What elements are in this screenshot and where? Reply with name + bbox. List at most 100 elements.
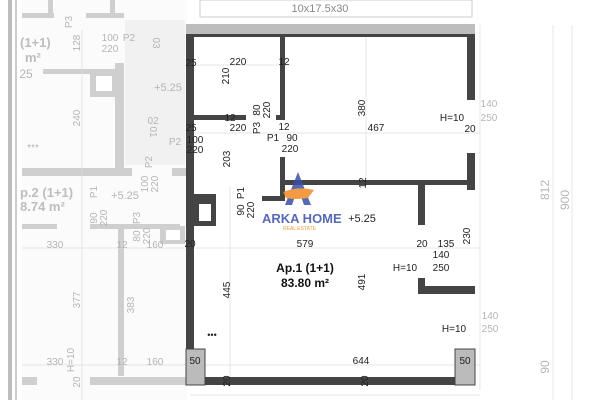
svg-text:+5.25: +5.25 [111,190,139,202]
svg-text:20: 20 [222,375,233,387]
dimension-labels: 25 220 210 12 380 467 H=10 20 25 220 P3 … [184,57,572,387]
svg-text:12: 12 [224,113,236,124]
svg-text:140: 140 [433,250,450,261]
svg-text:02: 02 [147,116,159,127]
apartment-walls: ••• [185,34,476,386]
svg-text:(1+1): (1+1) [20,35,51,50]
svg-text:12: 12 [278,57,290,68]
svg-text:100: 100 [187,135,204,146]
svg-text:P2: P2 [123,33,136,44]
svg-text:220: 220 [187,145,204,156]
svg-text:P2: P2 [144,155,155,168]
svg-text:160: 160 [147,357,164,368]
svg-text:250: 250 [481,113,498,124]
column [185,348,206,386]
svg-text:240: 240 [72,109,83,126]
column [454,348,476,386]
svg-text:250: 250 [433,263,450,274]
svg-text:***: *** [27,143,39,154]
svg-text:20: 20 [416,239,428,250]
balcony-header: 10x17.5x30 [186,0,475,34]
svg-text:90: 90 [286,133,298,144]
svg-text:12: 12 [278,122,290,133]
svg-text:220: 220 [282,144,299,155]
svg-text:25: 25 [185,58,197,69]
svg-text:Ap.1 (1+1): Ap.1 (1+1) [276,261,334,275]
svg-text:p.2 (1+1): p.2 (1+1) [20,185,73,200]
svg-text:220: 220 [230,123,247,134]
svg-text:03: 03 [150,37,161,49]
svg-text:90: 90 [89,212,100,224]
svg-text:+5.25: +5.25 [348,213,376,225]
svg-text:25: 25 [19,67,33,81]
arka-home-logo: ARKA HOME REAL ESTATE [262,172,342,232]
svg-text:220: 220 [142,227,153,244]
svg-text:135: 135 [438,239,455,250]
dimension-lines [186,25,573,400]
svg-text:12: 12 [116,240,128,251]
svg-text:50: 50 [189,356,201,367]
svg-text:140: 140 [481,99,498,110]
svg-text:579: 579 [297,239,314,250]
svg-text:12: 12 [116,357,128,368]
svg-text:83.80 m²: 83.80 m² [281,276,329,290]
svg-text:ARKA HOME: ARKA HOME [262,211,342,226]
svg-text:20: 20 [184,239,196,250]
svg-text:01: 01 [147,126,158,138]
svg-text:P1: P1 [267,133,280,144]
svg-text:377: 377 [72,291,83,308]
svg-text:330: 330 [47,240,64,251]
header-text: 10x17.5x30 [292,3,349,15]
svg-text:467: 467 [368,123,385,134]
svg-text:100: 100 [102,33,119,44]
svg-text:330: 330 [47,357,64,368]
svg-text:25: 25 [185,123,197,134]
svg-text:P1: P1 [89,185,100,198]
svg-text:140: 140 [482,311,499,322]
svg-text:230: 230 [462,227,473,244]
svg-text:+5.25: +5.25 [154,82,182,94]
svg-text:H=10: H=10 [66,347,77,372]
svg-text:REAL ESTATE: REAL ESTATE [283,226,317,232]
svg-text:445: 445 [222,281,233,298]
svg-text:80: 80 [132,230,143,242]
svg-text:H=10: H=10 [393,263,418,274]
svg-text:90: 90 [236,204,247,216]
svg-text:H=10: H=10 [440,113,465,124]
svg-text:P3: P3 [132,211,143,224]
svg-text:900: 900 [558,190,572,210]
svg-text:20: 20 [72,376,83,388]
svg-text:380: 380 [357,99,368,116]
svg-text:50: 50 [459,356,471,367]
svg-text:220: 220 [150,175,161,192]
svg-text:220: 220 [99,209,110,226]
svg-text:P3: P3 [64,15,75,28]
svg-text:8.74 m²: 8.74 m² [20,199,65,214]
svg-text:250: 250 [482,324,499,335]
svg-text:220: 220 [230,57,247,68]
svg-text:128: 128 [72,34,83,51]
svg-text:210: 210 [221,67,232,84]
svg-text:812: 812 [538,180,552,200]
svg-text:220: 220 [102,44,119,55]
svg-text:H=10: H=10 [442,324,467,335]
neighbor-labels: (1+1) m² 25 128 100 220 P2 03 +5.25 240 … [19,15,182,387]
svg-text:•••: ••• [207,330,216,340]
svg-text:383: 383 [126,296,137,313]
svg-text:80: 80 [252,104,263,116]
svg-text:20: 20 [360,375,371,387]
svg-text:203: 203 [222,150,233,167]
svg-text:220: 220 [262,101,273,118]
svg-text:P1: P1 [236,186,247,199]
svg-text:220: 220 [246,201,257,218]
svg-text:m²: m² [25,50,42,65]
svg-text:90: 90 [538,360,552,374]
svg-text:P2: P2 [169,137,182,148]
svg-text:12: 12 [358,177,369,189]
svg-text:644: 644 [353,356,370,367]
svg-text:P3: P3 [252,121,263,134]
svg-text:160: 160 [147,240,164,251]
svg-text:491: 491 [357,273,368,290]
